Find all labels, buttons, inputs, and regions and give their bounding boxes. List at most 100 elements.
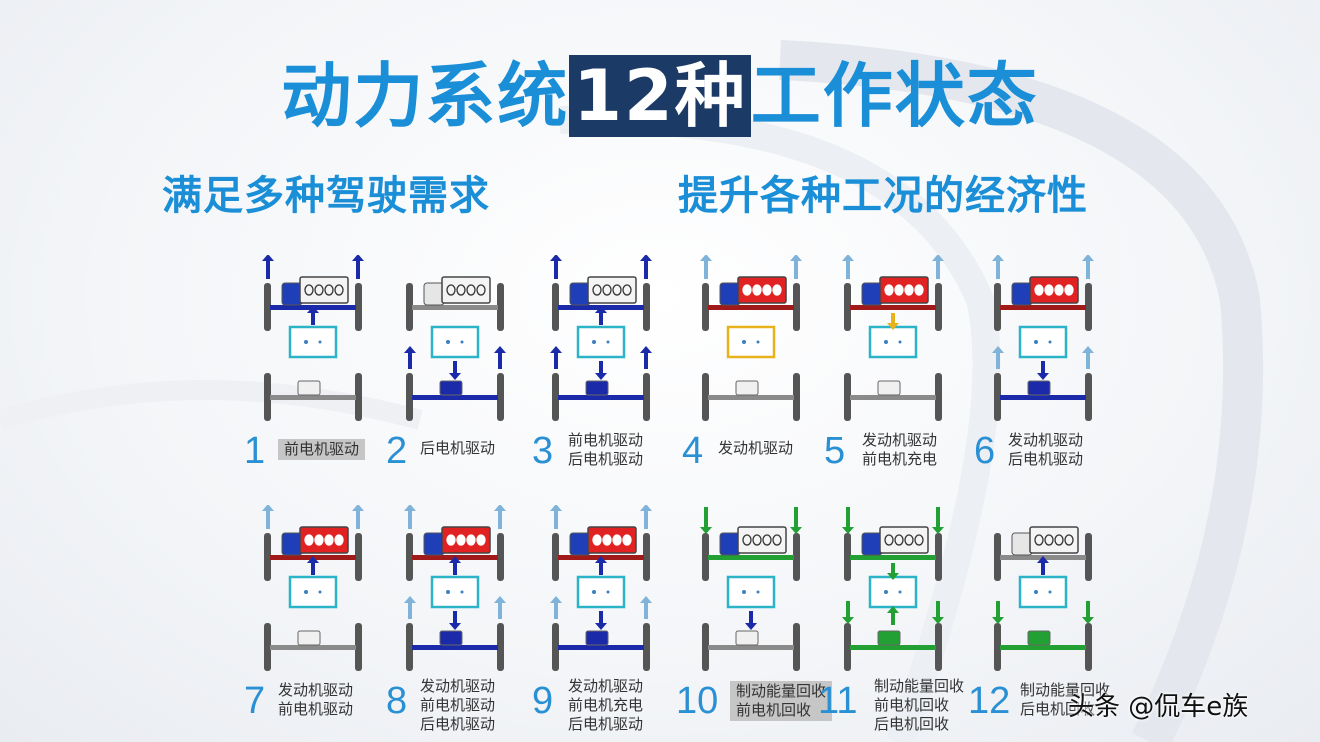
front-flow-arrow-head <box>595 556 607 563</box>
rear-right-wheel <box>1085 623 1092 671</box>
mode-number: 2 <box>386 430 408 472</box>
rear-right-wheel <box>643 623 650 671</box>
mode-label: 发动机驱动后电机驱动 <box>1008 431 1083 469</box>
battery-terminal <box>884 590 888 594</box>
front-right-wheel <box>497 533 504 581</box>
mode-label-line: 发动机驱动 <box>568 677 644 695</box>
rear-motor <box>297 630 321 646</box>
front-motor <box>719 282 741 306</box>
rear-motor <box>439 630 463 646</box>
engine-cylinder <box>602 534 612 546</box>
front-motor <box>569 282 591 306</box>
rear-motor <box>1027 380 1051 396</box>
battery-terminal <box>606 340 610 344</box>
engine-cylinder <box>446 534 456 546</box>
rear-left-arrow-head <box>842 617 854 624</box>
battery-terminal <box>460 590 464 594</box>
engine-cylinder <box>622 284 632 296</box>
front-left-arrow-head <box>842 527 854 534</box>
front-motor <box>569 532 591 556</box>
front-motor <box>861 282 883 306</box>
title-highlight: 12种 <box>569 55 751 137</box>
rear-right-wheel <box>497 623 504 671</box>
subtitle-right: 提升各种工况的经济性 <box>678 173 1088 219</box>
engine-cylinder <box>324 284 334 296</box>
battery-terminal <box>742 340 746 344</box>
battery-box <box>726 325 776 359</box>
rear-right-arrow-head <box>932 617 944 624</box>
mode-label: 制动能量回收后电机回收 <box>1020 681 1110 719</box>
rear-axle <box>708 395 794 400</box>
front-motor <box>281 532 303 556</box>
mode-number: 11 <box>818 680 858 722</box>
rear-left-wheel <box>406 373 413 421</box>
chassis-diagram <box>404 505 506 671</box>
mode-label: 发动机驱动前电机充电后电机驱动 <box>568 677 643 734</box>
rear-flow-arrow-head <box>887 606 899 613</box>
rear-left-arrow-head <box>404 596 416 603</box>
engine-cylinder <box>752 284 762 296</box>
rear-axle <box>850 395 936 400</box>
rear-left-wheel <box>702 623 709 671</box>
engine-cylinder <box>456 284 466 296</box>
engine-cylinder <box>466 534 476 546</box>
battery-box <box>868 325 918 359</box>
rear-right-wheel <box>643 373 650 421</box>
engine-cylinder <box>324 534 334 546</box>
battery-terminal <box>318 590 322 594</box>
chassis-diagram <box>700 507 802 671</box>
battery-terminal <box>304 340 308 344</box>
mode-label-line: 后电机回收 <box>1020 700 1096 718</box>
front-left-wheel <box>406 283 413 331</box>
front-left-wheel <box>844 283 851 331</box>
front-right-wheel <box>1085 283 1092 331</box>
battery-box <box>726 575 776 609</box>
battery-box <box>576 325 626 359</box>
engine-cylinder <box>914 284 924 296</box>
battery-box <box>1018 575 1068 609</box>
chassis-diagram <box>842 507 944 671</box>
front-right-arrow-head <box>790 255 802 261</box>
front-left-wheel <box>552 283 559 331</box>
engine-cylinder <box>1054 534 1064 546</box>
rear-left-arrow-head <box>992 617 1004 624</box>
rear-flow-arrow-head <box>595 623 607 630</box>
mode-label-line: 发动机驱动 <box>420 677 496 695</box>
mode-label-line: 前电机充电 <box>568 696 644 714</box>
chassis-diagram <box>550 505 652 671</box>
mode-label-line: 前电机驱动 <box>568 431 644 449</box>
battery-terminal <box>460 340 464 344</box>
battery-terminal <box>592 340 596 344</box>
rear-flow-arrow-head <box>745 623 757 630</box>
rear-left-wheel <box>264 623 271 671</box>
rear-motor <box>877 630 901 646</box>
rear-axle <box>412 395 498 400</box>
engine-block <box>441 276 491 304</box>
rear-left-arrow-head <box>550 596 562 603</box>
rear-right-wheel <box>497 373 504 421</box>
mode-label: 后电机驱动 <box>420 439 495 458</box>
engine-cylinder <box>884 534 894 546</box>
rear-right-arrow-head <box>640 596 652 603</box>
engine-cylinder <box>1064 534 1074 546</box>
mode-label-line: 发动机驱动 <box>862 431 938 449</box>
rear-right-wheel <box>355 623 362 671</box>
battery-terminal <box>742 590 746 594</box>
rear-axle <box>270 395 356 400</box>
rear-left-wheel <box>702 373 709 421</box>
mode-label: 发动机驱动前电机充电 <box>862 431 937 469</box>
front-motor <box>719 532 741 556</box>
front-right-wheel <box>643 533 650 581</box>
charge-flow-arrow-head <box>887 323 899 330</box>
engine-cylinder <box>304 284 314 296</box>
front-motor <box>423 282 445 306</box>
rear-left-wheel <box>994 373 1001 421</box>
title-prefix: 动力系统 <box>281 55 570 137</box>
